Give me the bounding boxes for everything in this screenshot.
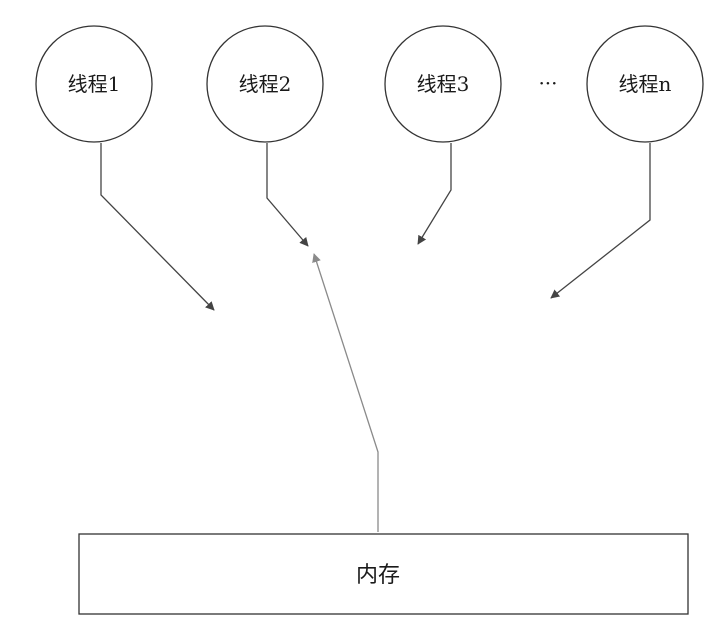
thread-label-1: 线程1	[68, 72, 121, 96]
thread-node-3: 线程3	[384, 25, 502, 143]
ellipsis-label: ···	[538, 71, 557, 95]
memory-rect	[78, 533, 689, 615]
thread-circle-n	[586, 25, 704, 143]
thread-node-1: 线程1	[35, 25, 153, 143]
memory-box: 内存	[78, 533, 689, 615]
thread-circle-1	[35, 25, 153, 143]
thread-label-3: 线程3	[417, 72, 470, 96]
thread-circle-3	[384, 25, 502, 143]
thread-node-n: 线程n	[586, 25, 704, 143]
memory-label: 内存	[356, 563, 400, 588]
thread-label-n: 线程n	[619, 72, 672, 96]
thread-3-arrow	[417, 143, 452, 245]
thread-2-arrow	[266, 143, 309, 247]
memory-arrow	[312, 253, 379, 532]
thread-label-2: 线程2	[239, 72, 292, 96]
thread-n-arrow	[550, 143, 651, 299]
thread-1-arrow	[100, 143, 215, 311]
thread-node-2: 线程2	[206, 25, 324, 143]
thread-circle-2	[206, 25, 324, 143]
